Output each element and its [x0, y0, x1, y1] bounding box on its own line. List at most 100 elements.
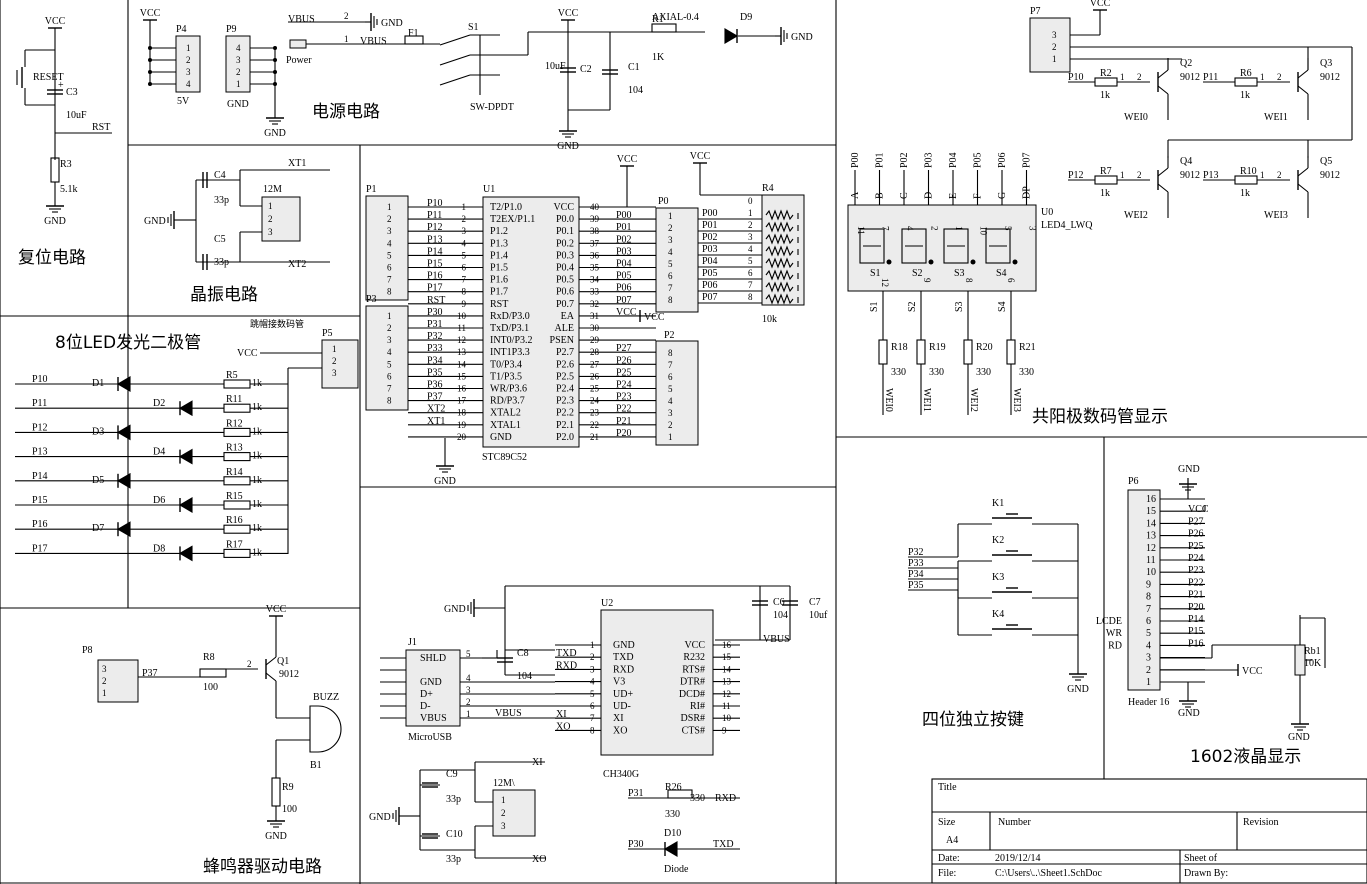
seg-top-signal: P06: [997, 152, 1008, 168]
seg-digit-pin: 6: [1006, 278, 1016, 283]
lcd-pin-num: 2: [1146, 665, 1151, 676]
seg-dot: [886, 259, 892, 265]
c3-value: 10uF: [66, 110, 87, 121]
q-label: Q3: [1320, 58, 1332, 69]
mcu-pin-num: 28: [590, 347, 600, 357]
mcu-pin-num: 36: [590, 250, 600, 260]
mcu-pin-name: RD/P3.7: [490, 396, 525, 407]
u2-pin-name: TXD: [613, 652, 634, 663]
mcu-pin-num: 27: [590, 359, 600, 369]
diode: [116, 376, 131, 392]
jack-pin1: 1: [344, 34, 349, 44]
tb-title: Title: [938, 782, 957, 793]
reset-button-label: RESET: [33, 72, 64, 83]
u2-pin-name: DCD#: [679, 689, 705, 700]
led-resistor: R16: [226, 515, 243, 526]
pot-gnd: GND: [1288, 732, 1310, 743]
mcu-pin-name: P2.1: [556, 420, 574, 431]
vcc-label: VCC: [617, 154, 638, 165]
diode: [116, 424, 131, 441]
q1-label: Q1: [277, 656, 289, 667]
u2-pin-num: 14: [722, 664, 732, 674]
u2-pin-num: 13: [722, 677, 732, 687]
key-label: K4: [992, 609, 1004, 620]
mcu-pin-signal: P35: [427, 367, 443, 378]
lcd-left-signal: RD: [1108, 640, 1122, 651]
lcd-pin-signal: P14: [1188, 614, 1204, 625]
title-lcd: 1602液晶显示: [1190, 747, 1301, 767]
mcu-pin-num: 8: [462, 287, 467, 297]
seg-letter: DP: [1022, 186, 1033, 199]
seg-resistor-value: 330: [1019, 367, 1034, 378]
led-resistor: R13: [226, 443, 243, 454]
u2-pin-name: VCC: [684, 640, 705, 651]
y2-pin: 1: [501, 795, 506, 805]
mcu-pin-name: WR/P3.6: [490, 384, 527, 395]
mcu-pin-signal: P26: [616, 355, 632, 366]
c10-value: 33p: [446, 854, 461, 865]
r4-signal: P04: [702, 256, 718, 267]
p2-pin: 1: [668, 432, 673, 442]
p30-label: P30: [628, 839, 644, 850]
p31-label: P31: [628, 788, 644, 799]
tb-revision: Revision: [1243, 817, 1279, 828]
key-signal: P32: [908, 547, 924, 558]
vbus-label: VBUS: [288, 14, 315, 25]
mcu-pin-num: 22: [590, 420, 599, 430]
mcu-pin-name: VCC: [553, 202, 574, 213]
vcc-label: VCC: [140, 8, 161, 19]
mcu-pin-name: RST: [490, 299, 508, 310]
j1-pin-num: 3: [466, 685, 471, 695]
c8-value: 104: [517, 671, 532, 682]
lcd-pin-num: 4: [1146, 640, 1151, 651]
seg-digit-pin: 12: [880, 278, 890, 287]
seg-digit: [901, 228, 927, 264]
seg-wei: WEI3: [1011, 388, 1022, 412]
lcd-pin-num: 13: [1146, 531, 1156, 542]
rst-label: RST: [92, 122, 110, 133]
mcu-pin-num: 6: [462, 263, 467, 273]
title-led8: 8位LED发光二极管: [55, 333, 201, 353]
resistor: [223, 403, 251, 413]
mcu-pin-num: 20: [457, 432, 467, 442]
switch: [439, 54, 471, 66]
seg-digit: [943, 228, 969, 264]
seg-letter: G: [997, 192, 1008, 199]
led-signal: P11: [32, 398, 47, 409]
mcu-pin-name: TxD/P3.1: [490, 323, 529, 334]
mcu-pin-name: GND: [490, 432, 512, 443]
resistor: [878, 339, 888, 365]
key-label: K3: [992, 572, 1004, 583]
vcc-label: VCC: [45, 16, 66, 27]
q-resistor: R2: [1100, 68, 1112, 79]
mcu-pin-name: P1.3: [490, 238, 508, 249]
f1-label: F1: [408, 28, 419, 39]
mcu-pin-num: 9: [462, 299, 467, 309]
mcu-pin-signal: P27: [616, 343, 632, 354]
resistor-network-r4: [761, 194, 805, 306]
r1-value: 1K: [652, 52, 665, 63]
p1-pin: 8: [387, 287, 392, 297]
transistor-q1: [265, 656, 277, 666]
p0-pin: 7: [668, 283, 673, 293]
mcu-pin-num: 40: [590, 202, 600, 212]
lcd-pin-signal: P26: [1188, 529, 1204, 540]
lcd-pin-signal: P24: [1188, 553, 1204, 564]
gnd-label: GND: [44, 216, 66, 227]
mcu-pin-signal: P31: [427, 319, 443, 330]
p4-pin: 2: [186, 55, 191, 65]
mcu-pin-num: 15: [457, 371, 467, 381]
p6-label: P6: [1128, 476, 1139, 487]
q1-pin2: 2: [247, 659, 252, 669]
p5-pin: 3: [332, 368, 337, 378]
crystal-y1: [261, 196, 301, 242]
led-resistor: R15: [226, 491, 243, 502]
q-bpin: 2: [1277, 72, 1282, 82]
ea-vcc: VCC: [644, 312, 665, 323]
mcu-pin-name: PSEN: [550, 335, 574, 346]
seg-dot: [1012, 259, 1018, 265]
u2-pin-name: XI: [613, 713, 624, 724]
r4-signal: P02: [702, 232, 718, 243]
mcu-pin-signal: P11: [427, 210, 442, 221]
